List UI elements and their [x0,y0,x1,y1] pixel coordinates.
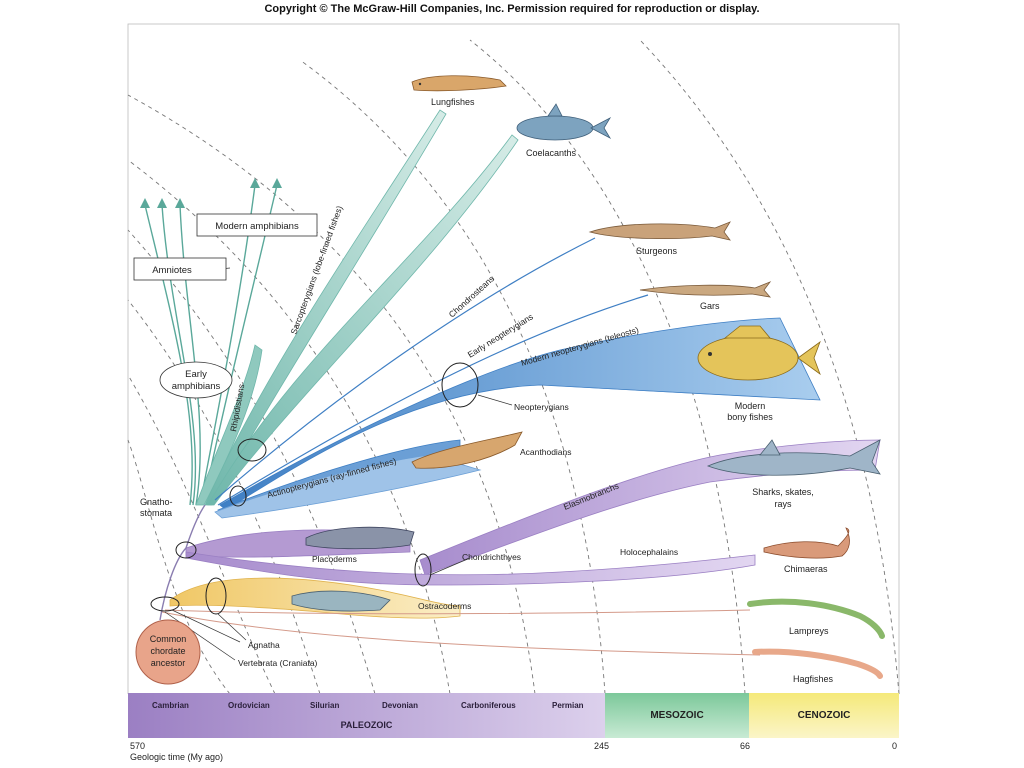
perch-illustration [697,325,821,381]
shark-illustration [706,439,881,476]
chondrosteans-label: Chondrosteans [447,273,497,319]
amniotes-box [133,257,227,281]
vertebrata-label: Vertebrata (Craniata) [238,658,318,668]
gnathostomata-label-line1: Gnatho- [140,497,173,507]
period-carboniferous: Carboniferous [461,701,516,710]
tick-570: 570 [130,741,146,751]
holocephalans-label: Holocephalains [620,547,678,557]
chondrichthyes-label: Chondrichthyes [462,552,521,562]
acanthodian-illustration [411,431,523,469]
ancestor-label-line3: ancestor [151,658,186,668]
chimaeras-label: Chimaeras [784,564,828,574]
vertebrate-trunk [159,504,206,621]
gar-illustration [639,281,772,298]
chimaera-illustration [763,527,850,559]
placoderms-label: Placoderms [312,554,357,564]
tick-66: 66 [740,741,751,751]
hagfishes-label: Hagfishes [793,674,834,684]
period-ordovician: Ordovician [228,701,270,710]
acanthodians-label: Acanthodians [520,447,572,457]
modern-amphibians-box [196,213,318,237]
ostracoderms-label: Ostracoderms [418,601,471,611]
lamprey-illustration [747,598,885,639]
node-markers [150,362,479,615]
sturgeon-illustration [588,221,731,241]
sharks-label-line2: rays [774,499,792,509]
modern-bony-fishes-label-line2: bony fishes [727,412,773,422]
diagram-frame [127,23,900,694]
tick-0: 0 [892,741,898,751]
sturgeons-label: Sturgeons [636,246,678,256]
early-amphibians-label-line2: amphibians [172,381,221,392]
copyright-notice: Copyright © The McGraw-Hill Companies, I… [264,3,760,15]
early-amphibians-label-line1: Early [185,369,207,380]
ancestor-label-line1: Common [150,634,187,644]
modern-bony-fishes-label-line1: Modern [735,401,766,411]
lungfish-illustration [411,75,507,92]
modern-neopterygians-branch [219,317,821,511]
gnathostomata-label-line2: stomata [140,508,172,518]
sarcopterygians-branch [204,109,447,506]
period-cambrian: Cambrian [152,701,189,710]
ostracoderm-illustration [291,590,391,612]
sharks-label-line1: Sharks, skates, [752,487,814,497]
coelacanths-branch [207,134,519,506]
early-neopterygians-label: Early neopterygians [466,311,535,359]
lungfishes-label: Lungfishes [431,97,475,107]
rhipidistians-branch [195,344,263,506]
chondrosteans-branch [214,237,596,501]
vertebrate-phylogeny-diagram: Common chordate ancestor Modern amphibia… [127,23,900,694]
tetrapod-arrowheads [140,178,282,208]
early-neopterygians-branch [217,294,649,506]
period-devonian: Devonian [382,701,419,710]
period-silurian: Silurian [310,701,340,710]
gars-label: Gars [700,301,720,311]
amniotes-label: Amniotes [152,265,192,276]
lampreys-label: Lampreys [789,626,829,636]
era-cenozoic: CENOZOIC [749,693,899,738]
acanthodians-branch [214,454,482,519]
placoderm-illustration [305,526,415,550]
hagfishes-branch [161,611,761,656]
common-ancestor-node [135,619,201,685]
era-paleozoic: PALEOZOIC [340,720,393,730]
tick-245: 245 [594,741,610,751]
coelacanth-illustration [516,103,612,141]
ancestor-label-line2: chordate [150,646,185,656]
coelacanths-label: Coelacanths [526,148,577,158]
lampreys-branch [164,609,751,615]
era-mesozoic: MESOZOIC [605,693,749,738]
geologic-time-axis-title: Geologic time (My ago) [130,752,224,762]
holocephalans-branch [185,551,756,586]
hagfish-illustration [752,648,883,679]
early-amphibians-oval [159,361,233,399]
neopterygians-label: Neopterygians [514,402,569,412]
modern-amphibians-label: Modern amphibians [215,221,299,232]
paleozoic-period-bar: Cambrian Ordovician Silurian Devonian Ca… [128,693,605,738]
period-permian: Permian [552,701,584,710]
agnatha-label: Agnatha [248,640,280,650]
